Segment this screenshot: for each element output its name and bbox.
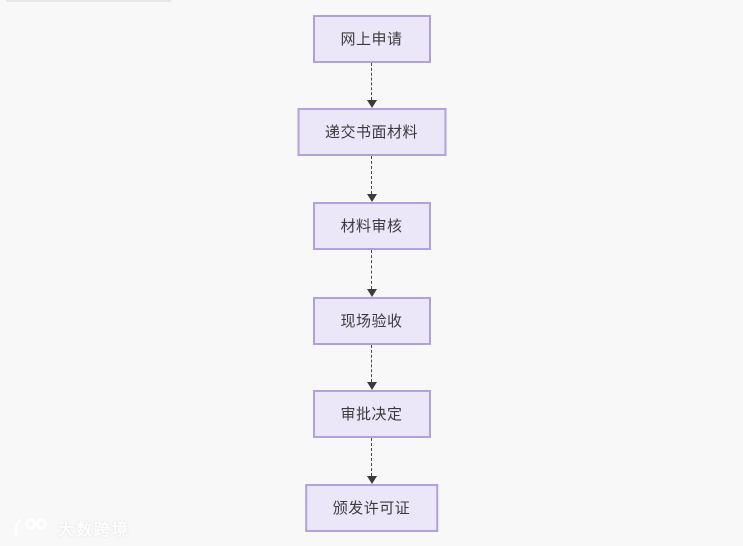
top-edge-artifact	[6, 0, 171, 2]
arrow-down-connector	[366, 345, 378, 390]
brand-logo-icon	[14, 518, 48, 537]
connector-dashed-line	[371, 250, 372, 289]
arrowhead-icon	[366, 289, 377, 297]
arrow-down-connector	[366, 63, 378, 108]
flow-node-issue-license: 颁发许可证	[304, 484, 439, 532]
arrow-down-connector	[366, 156, 378, 202]
watermark-text: 大数跨境	[58, 520, 131, 539]
arrowhead-icon	[366, 382, 377, 390]
connector-dashed-line	[371, 63, 372, 100]
flow-node-material-review: 材料审核	[312, 202, 431, 250]
arrow-down-connector	[366, 250, 378, 297]
connector-dashed-line	[371, 438, 372, 476]
flow-node-online-application: 网上申请	[312, 15, 431, 63]
watermark: 大数跨境	[9, 516, 130, 540]
flow-node-submit-written-materials: 递交书面材料	[296, 108, 447, 156]
arrowhead-icon	[366, 194, 377, 202]
connector-dashed-line	[371, 156, 372, 194]
arrowhead-icon	[366, 100, 377, 108]
connector-dashed-line	[371, 345, 372, 382]
arrow-down-connector	[366, 438, 378, 484]
arrowhead-icon	[366, 476, 377, 484]
flow-node-approval-decision: 审批决定	[312, 390, 431, 438]
flow-node-onsite-acceptance: 现场验收	[312, 297, 431, 345]
